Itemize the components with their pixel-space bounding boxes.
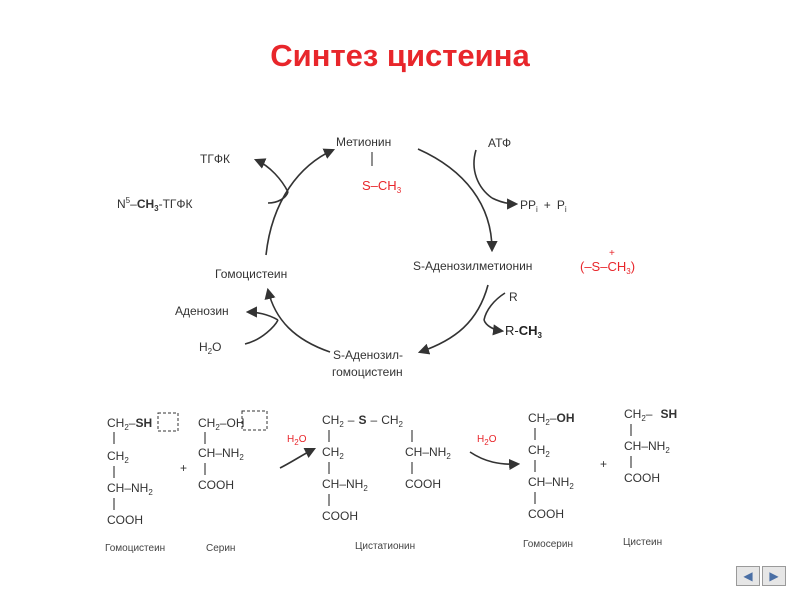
caption-cystathionine: Цистатионин bbox=[355, 541, 415, 552]
ppi-pi-label: PPi+Pi bbox=[520, 198, 567, 214]
cysta-left4: COOH bbox=[322, 509, 358, 523]
cys-row1: CH2–SH bbox=[624, 407, 677, 423]
r-ch3-label: R-CH3 bbox=[505, 323, 543, 340]
s-ch3-group: S–CH3 bbox=[362, 178, 402, 195]
hcy-row3: CH–NH2 bbox=[107, 481, 153, 497]
cysta-right3: COOH bbox=[405, 477, 441, 491]
sah-label-line2: гомоцистеин bbox=[332, 365, 403, 379]
cycle-arc-sah-to-hcy bbox=[264, 287, 331, 353]
sam-label: S-Аденозилметионин bbox=[413, 259, 532, 273]
caption-serine: Серин bbox=[206, 543, 235, 554]
arrow-left-icon: ◀ bbox=[743, 569, 753, 583]
ser-row1: CH2–OH bbox=[198, 416, 244, 432]
ppi-out-arrow bbox=[491, 197, 519, 210]
caption-homoserine: Гомосерин bbox=[523, 539, 573, 550]
cysta-left3: CH–NH2 bbox=[322, 477, 368, 493]
hser-row4: COOH bbox=[528, 507, 564, 521]
arrow-1 bbox=[279, 447, 317, 469]
arrow-right-icon: ▶ bbox=[769, 569, 779, 583]
n5-in-arrow bbox=[267, 191, 289, 204]
sam-charge: + bbox=[609, 248, 615, 259]
cystathionine-structure: CH2–S–CH2 CH2 CH–NH2 CH–NH2 COOH COOH bbox=[322, 413, 451, 523]
adenosine-out-arrow bbox=[245, 306, 279, 321]
arrow1-h2o: H2O bbox=[287, 434, 307, 447]
hcy-row2: CH2 bbox=[107, 449, 129, 465]
hcy-row4: COOH bbox=[107, 513, 143, 527]
h2o-in-arrow bbox=[244, 319, 279, 345]
sam-sulfonium-group: (–S–CH3) bbox=[580, 259, 635, 276]
homoserine-structure: CH2–OH CH2 CH–NH2 COOH bbox=[528, 411, 574, 521]
arrow-2 bbox=[469, 451, 521, 471]
next-slide-button[interactable]: ▶ bbox=[762, 566, 786, 586]
caption-cysteine: Цистеин bbox=[623, 537, 662, 548]
caption-homocysteine: Гомоцистеин bbox=[105, 543, 165, 554]
cys-row3: COOH bbox=[624, 471, 660, 485]
cysta-right2: CH–NH2 bbox=[405, 445, 451, 461]
prev-slide-button[interactable]: ◀ bbox=[736, 566, 760, 586]
cysta-left2: CH2 bbox=[322, 445, 344, 461]
cysta-top: CH2–S–CH2 bbox=[322, 413, 404, 429]
adenosine-label: Аденозин bbox=[175, 304, 229, 318]
homocysteine-structure: CH2–SH CH2 CH–NH2 COOH bbox=[107, 412, 179, 527]
atp-in-arrow bbox=[473, 149, 493, 199]
hser-row1: CH2–OH bbox=[528, 411, 574, 427]
atp-label: АТФ bbox=[488, 136, 511, 150]
ser-row2: CH–NH2 bbox=[198, 446, 244, 462]
thfa-label: ТГФК bbox=[200, 152, 230, 166]
hser-row2: CH2 bbox=[528, 443, 550, 459]
plus-2: + bbox=[600, 457, 607, 471]
h2o-label: H2O bbox=[199, 340, 221, 356]
cycle-arc-hcy-to-met bbox=[265, 148, 336, 256]
arrow2-h2o: H2O bbox=[477, 434, 497, 447]
ser-row3: COOH bbox=[198, 478, 234, 492]
cysteine-structure: CH2–SH CH–NH2 COOH bbox=[624, 407, 677, 485]
methionine-label: Метионин bbox=[336, 135, 391, 149]
plus-1: + bbox=[180, 461, 187, 475]
cycle-arc-met-to-sam bbox=[417, 148, 498, 253]
homocysteine-cycle-label: Гомоцистеин bbox=[215, 267, 287, 281]
n5-methyl-thfa-label: N5–CH3-ТГФК bbox=[117, 196, 193, 213]
r-in-arrow bbox=[483, 292, 506, 321]
r-label: R bbox=[509, 290, 518, 304]
sah-label-line1: S-Аденозил- bbox=[333, 348, 403, 362]
serine-structure: CH2–OH CH–NH2 COOH bbox=[198, 410, 268, 492]
thfa-out-arrow bbox=[253, 158, 289, 193]
methionine-cycle: Метионин S–CH3 АТФ PPi+Pi S-Аденозилмети… bbox=[117, 135, 635, 379]
page-title: Синтез цистеина bbox=[270, 38, 530, 73]
reaction-scheme: CH2–SH CH2 CH–NH2 COOH + CH2–OH CH–NH2 C… bbox=[105, 407, 677, 554]
cys-row2: CH–NH2 bbox=[624, 439, 670, 455]
rch3-out-arrow bbox=[483, 319, 505, 336]
hcy-row1: CH2–SH bbox=[107, 416, 152, 432]
hser-row3: CH–NH2 bbox=[528, 475, 574, 491]
cycle-arc-sam-to-sah bbox=[417, 284, 489, 355]
